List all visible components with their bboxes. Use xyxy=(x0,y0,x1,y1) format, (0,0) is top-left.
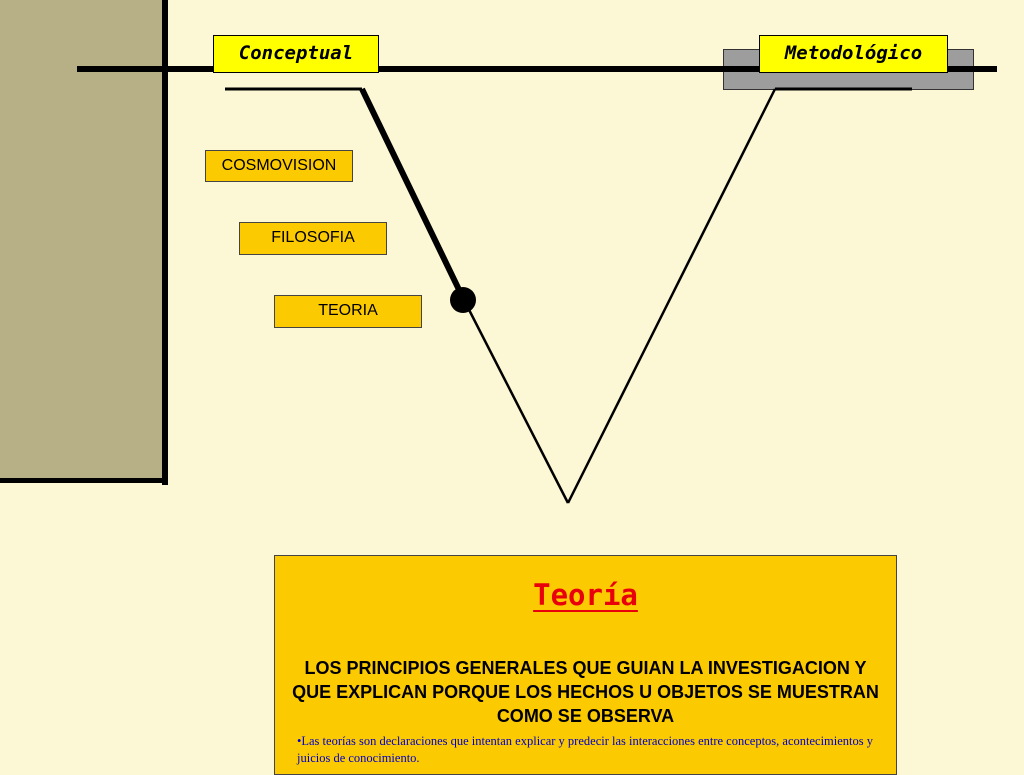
top-bar-line xyxy=(77,66,997,72)
v-left-arm-thick xyxy=(359,87,466,300)
side-divider-vertical xyxy=(162,0,168,485)
methodological-label: Metodológico xyxy=(759,35,948,73)
definition-title: Teoría xyxy=(533,578,638,612)
definition-body: LOS PRINCIPIOS GENERALES QUE GUIAN LA IN… xyxy=(292,658,879,726)
side-divider-horizontal xyxy=(0,478,168,483)
cosmovision-box: COSMOVISION xyxy=(205,150,353,182)
filosofia-box: FILOSOFIA xyxy=(239,222,387,255)
side-panel xyxy=(0,0,163,480)
teoria-position-marker xyxy=(450,287,476,313)
v-left-arm-thin xyxy=(461,297,570,504)
conceptual-label: Conceptual xyxy=(213,35,379,73)
v-right-arm xyxy=(566,88,777,504)
definition-panel: Teoría LOS PRINCIPIOS GENERALES QUE GUIA… xyxy=(274,555,897,775)
teoria-box: TEORIA xyxy=(274,295,422,328)
definition-note: •Las teorías son declaraciones que inten… xyxy=(297,734,874,765)
